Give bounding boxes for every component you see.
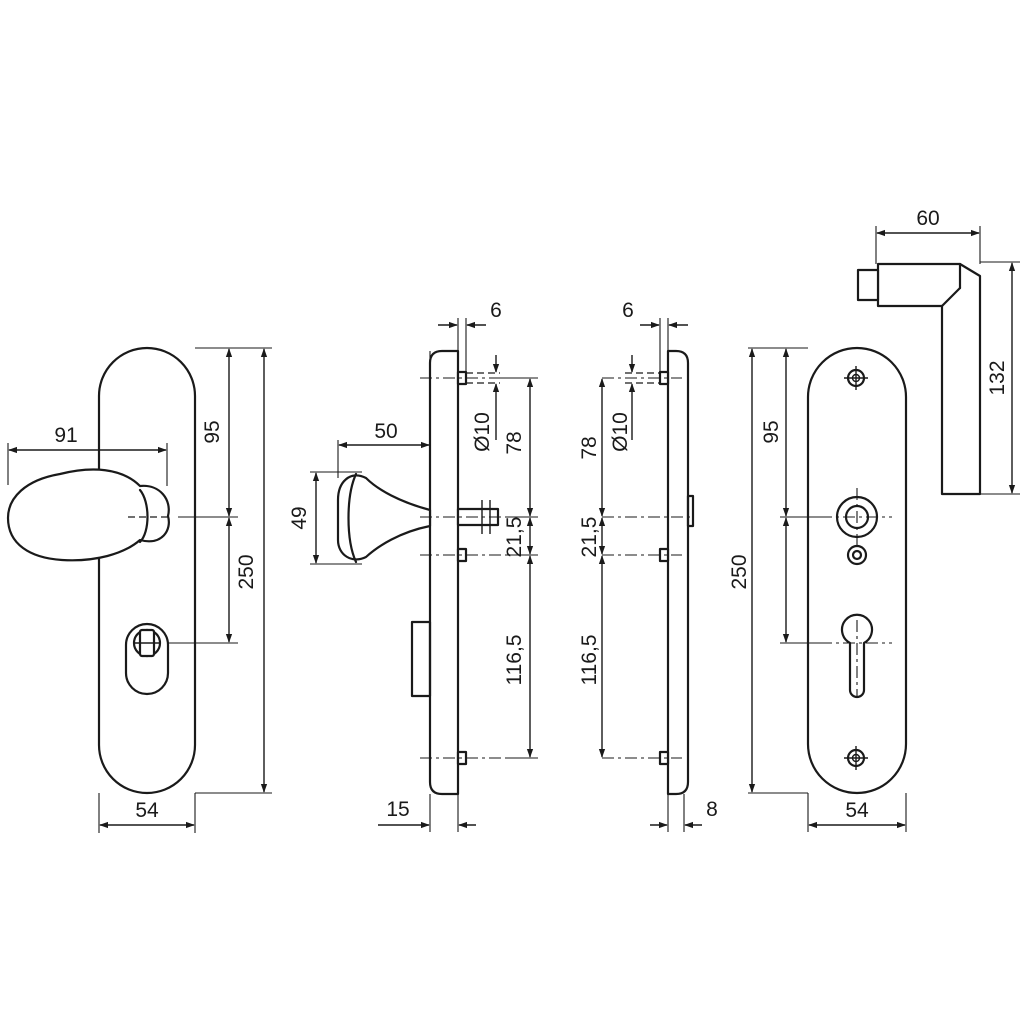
- dim-inner-upper-spacing: 78: [578, 436, 601, 459]
- dim-inner-rose-thickness: 8: [706, 798, 718, 821]
- lever-spindle-stub: [856, 268, 880, 302]
- dim-outer-mid-spacing: 21,5: [503, 517, 526, 558]
- side-view-outer-plate: [336, 349, 508, 796]
- side-plate-bracket: [410, 620, 432, 698]
- inner-bolt-bottom: [602, 750, 682, 766]
- dimensions-side-inner: 6 Ø10 78 21,5 116,5 8: [578, 299, 718, 832]
- inner-plate-tab: [686, 494, 695, 528]
- dimensions-front-outer: 91 95 250 54: [7, 347, 272, 833]
- dim-knob-projection: 50: [374, 420, 397, 443]
- dim-left-handle-projection: 91: [54, 424, 77, 447]
- dim-inner-mid-spacing: 21,5: [578, 517, 601, 558]
- front-view-inner-plate: [806, 346, 908, 795]
- dim-inner-plate-thickness: 6: [622, 299, 634, 322]
- dimensions-front-inner: 95 250 54: [728, 347, 907, 832]
- dim-lever-projection: 60: [916, 207, 939, 230]
- side-knob-ring: [347, 472, 358, 564]
- dim-left-plate-width: 54: [135, 799, 159, 822]
- dim-right-upper-spacing: 95: [760, 420, 783, 443]
- dim-lever-height: 132: [986, 360, 1009, 395]
- dim-outer-rose-thickness: 15: [386, 798, 409, 821]
- lever-handle-view: [856, 262, 982, 496]
- cylinder-cutout: [124, 622, 170, 696]
- dim-right-plate-width: 54: [845, 799, 869, 822]
- side-spindle: [420, 500, 508, 534]
- inner-bolt-top: [602, 370, 682, 386]
- dim-outer-lower-spacing: 116,5: [503, 635, 526, 686]
- dim-left-upper-spacing: 95: [201, 420, 224, 443]
- spindle-hole: [820, 488, 892, 546]
- screw-hole-mid: [846, 544, 868, 566]
- dim-left-plate-height: 250: [235, 554, 258, 589]
- dim-outer-bolt-diameter: Ø10: [471, 412, 494, 452]
- dimensions-lever: 60 132: [875, 207, 1020, 495]
- side-knob: [336, 474, 432, 561]
- dimensions-side-outer: 6 Ø10 78 21,5 116,5 50 49 15: [288, 299, 538, 832]
- dim-outer-plate-thickness: 6: [490, 299, 502, 322]
- dim-outer-upper-spacing: 78: [503, 431, 526, 454]
- screw-hole-bottom: [844, 746, 868, 770]
- side-bolt-mid: [420, 547, 506, 563]
- inner-bolt-mid: [602, 547, 682, 563]
- dim-inner-bolt-diameter: Ø10: [609, 412, 632, 452]
- inner-plate-side-profile: [666, 349, 690, 796]
- outer-plate-outline: [97, 346, 197, 795]
- front-view-outer-plate: [6, 346, 197, 795]
- outer-plate-side-profile: [428, 349, 460, 796]
- knob-neck-detail: [138, 488, 149, 544]
- screw-hole-top: [844, 366, 868, 390]
- side-bolt-bottom: [420, 750, 506, 766]
- side-bolt-top: [420, 370, 506, 386]
- dim-inner-lower-spacing: 116,5: [578, 635, 601, 686]
- lever-handle-outline: [876, 262, 982, 496]
- dim-right-plate-height: 250: [728, 554, 751, 589]
- oval-knob: [6, 468, 170, 562]
- side-view-inner-plate: [602, 349, 695, 796]
- inner-cylinder-cutout: [820, 613, 892, 699]
- inner-plate-outline: [806, 346, 908, 795]
- dim-knob-diameter: 49: [288, 506, 311, 529]
